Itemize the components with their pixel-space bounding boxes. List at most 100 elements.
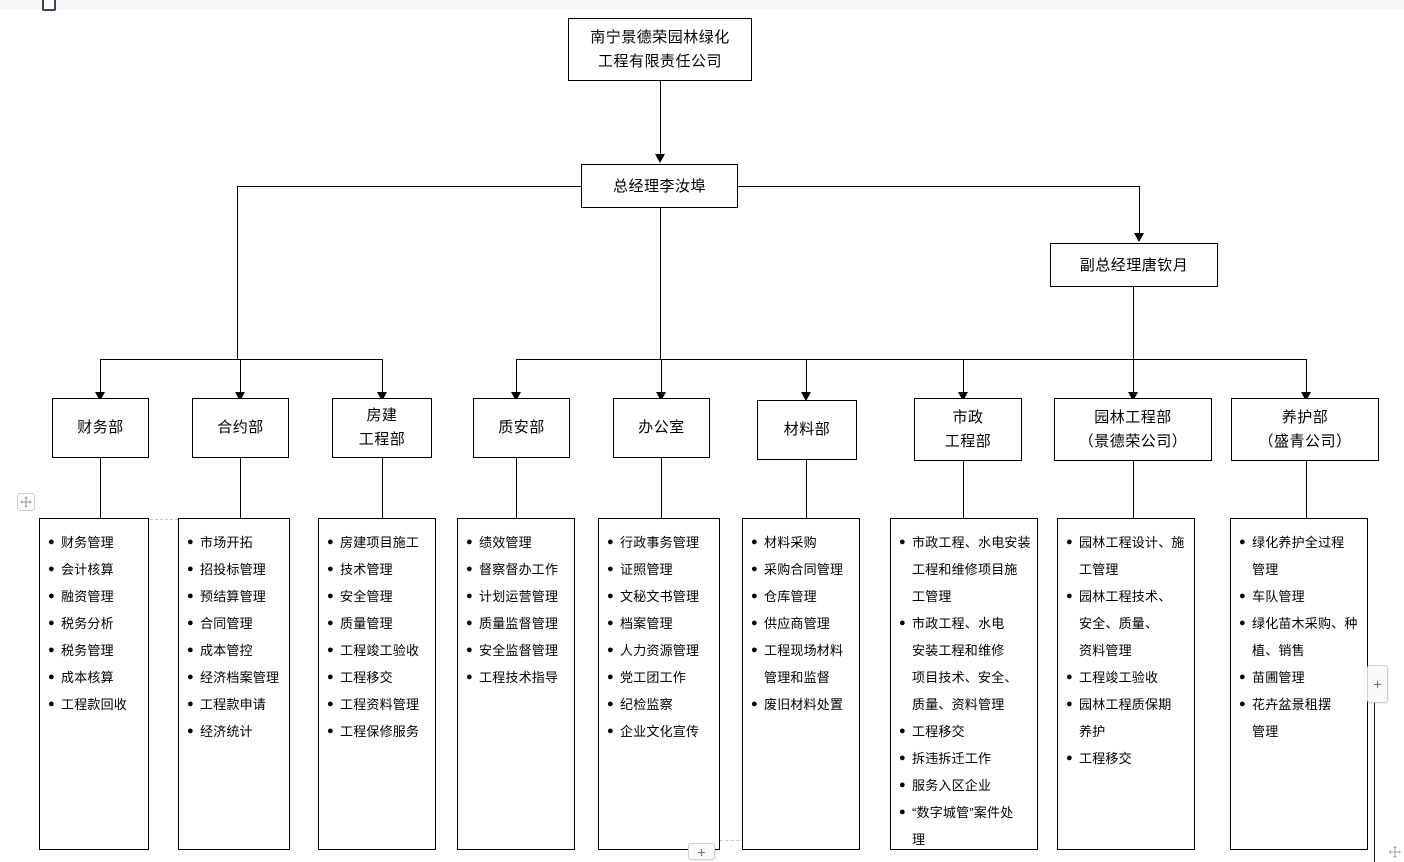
tab-stub-icon[interactable]: [42, 0, 56, 11]
drop-dept-2: [382, 359, 383, 392]
connector-gm-center-v: [660, 208, 661, 359]
duty-item: 工程移交: [327, 664, 429, 691]
duty-item: 安全管理: [327, 583, 429, 610]
duty-item: 绿化苗木采购、种 植、销售: [1239, 610, 1361, 664]
duty-item: 园林工程设计、施 工管理: [1066, 529, 1188, 583]
connector-gm-deputy-h: [738, 186, 1139, 187]
arrow-dept-5: [801, 392, 811, 401]
duty-item: 工程资料管理: [327, 691, 429, 718]
node-dept-3[interactable]: 质安部: [473, 398, 570, 458]
duty-item: 供应商管理: [751, 610, 853, 637]
duty-item: 服务入区企业: [899, 772, 1031, 799]
duty-item: 成本管控: [187, 637, 283, 664]
drop-dept-0: [100, 359, 101, 392]
duty-item: 绩效管理: [466, 529, 568, 556]
duty-list-6: 市政工程、水电安装 工程和维修项目施 工管理 市政工程、水电 安装工程和维修 项…: [899, 529, 1031, 853]
add-node-bottom-button[interactable]: +: [688, 843, 715, 860]
node-dept-2[interactable]: 房建 工程部: [332, 398, 432, 458]
duty-item: 工程款申请: [187, 691, 283, 718]
panel-dept-3[interactable]: 绩效管理 督察督办工作 计划运营管理 质量监督管理 安全监督管理 工程技术指导: [457, 518, 575, 850]
node-dept-0-label: 财务部: [77, 419, 124, 436]
duty-item: 采购合同管理: [751, 556, 853, 583]
selection-guide-top: [150, 519, 178, 520]
node-dept-0[interactable]: 财务部: [52, 398, 149, 458]
panel-dept-6[interactable]: 市政工程、水电安装 工程和维修项目施 工管理 市政工程、水电 安装工程和维修 项…: [890, 518, 1038, 850]
duty-item: 花卉盆景租摆 管理: [1239, 691, 1361, 745]
duty-list-2: 房建项目施工 技术管理 安全管理 质量管理 工程竣工验收 工程移交 工程资料管理…: [327, 529, 429, 745]
stem-dept-2: [382, 458, 383, 518]
panel-dept-2[interactable]: 房建项目施工 技术管理 安全管理 质量管理 工程竣工验收 工程移交 工程资料管理…: [318, 518, 436, 850]
duty-list-7: 园林工程设计、施 工管理 园林工程技术、 安全、质量、 资料管理 工程竣工验收 …: [1066, 529, 1188, 772]
add-node-bottom-label: +: [697, 843, 706, 860]
stem-dept-6: [963, 461, 964, 518]
panel-dept-7[interactable]: 园林工程设计、施 工管理 园林工程技术、 安全、质量、 资料管理 工程竣工验收 …: [1057, 518, 1195, 850]
arrow-dept-0: [95, 392, 105, 401]
duty-item: 证照管理: [607, 556, 713, 583]
duty-item: 质量监督管理: [466, 610, 568, 637]
node-dept-7[interactable]: 园林工程部 （景德荣公司）: [1054, 398, 1212, 461]
duty-item: 安全监督管理: [466, 637, 568, 664]
duty-item: 仓库管理: [751, 583, 853, 610]
duty-item: 拆违拆迁工作: [899, 745, 1031, 772]
node-dept-5[interactable]: 材料部: [757, 400, 857, 460]
duty-item: “数字城管”案件处 理: [899, 799, 1031, 853]
duty-list-3: 绩效管理 督察督办工作 计划运营管理 质量监督管理 安全监督管理 工程技术指导: [466, 529, 568, 691]
duty-item: 文秘文书管理: [607, 583, 713, 610]
panel-dept-5[interactable]: 材料采购 采购合同管理 仓库管理 供应商管理 工程现场材料 管理和监督 废旧材料…: [742, 518, 860, 850]
resize-corner-icon[interactable]: [1388, 845, 1402, 859]
connector-gm-left-h: [237, 186, 581, 187]
node-dept-4[interactable]: 办公室: [613, 398, 710, 458]
duty-item: 行政事务管理: [607, 529, 713, 556]
node-dept-8-label: 养护部 （盛青公司）: [1258, 408, 1352, 450]
duty-item: 园林工程技术、 安全、质量、 资料管理: [1066, 583, 1188, 664]
duty-item: 档案管理: [607, 610, 713, 637]
duty-item: 税务管理: [48, 637, 142, 664]
duty-item: 招投标管理: [187, 556, 283, 583]
node-company[interactable]: 南宁景德荣园林绿化 工程有限责任公司: [568, 18, 752, 81]
panel-dept-8[interactable]: 绿化养护全过程 管理 车队管理 绿化苗木采购、种 植、销售 苗圃管理 花卉盆景租…: [1230, 518, 1368, 850]
drop-dept-6: [963, 359, 964, 392]
arrow-dept-1: [235, 392, 245, 401]
arrow-dept-7: [1128, 392, 1138, 401]
node-dept-6-label: 市政 工程部: [944, 408, 992, 450]
drop-dept-1: [240, 359, 241, 392]
node-dept-4-label: 办公室: [638, 419, 685, 436]
panel-dept-4[interactable]: 行政事务管理 证照管理 文秘文书管理 档案管理 人力资源管理 党工团工作 纪检监…: [598, 518, 720, 850]
duty-item: 技术管理: [327, 556, 429, 583]
duty-item: 材料采购: [751, 529, 853, 556]
node-dept-1[interactable]: 合约部: [192, 398, 289, 458]
drop-dept-4: [661, 359, 662, 392]
panel-dept-0[interactable]: 财务管理 会计核算 融资管理 税务分析 税务管理 成本核算 工程款回收: [39, 518, 149, 850]
duty-item: 成本核算: [48, 664, 142, 691]
duty-item: 废旧材料处置: [751, 691, 853, 718]
duty-list-0: 财务管理 会计核算 融资管理 税务分析 税务管理 成本核算 工程款回收: [48, 529, 142, 718]
connector-gm-deputy-v: [1139, 186, 1140, 233]
connector-company-gm: [660, 81, 661, 154]
stem-dept-3: [516, 458, 517, 518]
duty-list-8: 绿化养护全过程 管理 车队管理 绿化苗木采购、种 植、销售 苗圃管理 花卉盆景租…: [1239, 529, 1361, 745]
duty-list-1: 市场开拓 招投标管理 预结算管理 合同管理 成本管控 经济档案管理 工程款申请 …: [187, 529, 283, 745]
node-dept-6[interactable]: 市政 工程部: [914, 398, 1022, 461]
duty-item: 车队管理: [1239, 583, 1361, 610]
duty-item: 工程款回收: [48, 691, 142, 718]
panel-dept-1[interactable]: 市场开拓 招投标管理 预结算管理 合同管理 成本管控 经济档案管理 工程款申请 …: [178, 518, 290, 850]
drop-dept-5: [806, 359, 807, 392]
node-company-label: 南宁景德荣园林绿化 工程有限责任公司: [590, 28, 730, 70]
duty-item: 融资管理: [48, 583, 142, 610]
move-arrows-icon[interactable]: [17, 493, 35, 511]
duty-item: 市场开拓: [187, 529, 283, 556]
duty-item: 市政工程、水电安装 工程和维修项目施 工管理: [899, 529, 1031, 610]
connector-gm-left-v: [237, 186, 238, 359]
duty-item: 人力资源管理: [607, 637, 713, 664]
right-edge-rule: [1374, 700, 1375, 862]
node-deputy-manager[interactable]: 副总经理唐钦月: [1050, 243, 1218, 287]
duty-item: 房建项目施工: [327, 529, 429, 556]
arrow-company-gm: [655, 154, 665, 163]
duty-item: 计划运营管理: [466, 583, 568, 610]
duty-item: 工程移交: [899, 718, 1031, 745]
duty-item: 园林工程质保期 养护: [1066, 691, 1188, 745]
node-dept-8[interactable]: 养护部 （盛青公司）: [1231, 398, 1379, 461]
node-general-manager[interactable]: 总经理李汝埠: [581, 164, 738, 208]
add-node-right-button[interactable]: +: [1367, 665, 1388, 703]
